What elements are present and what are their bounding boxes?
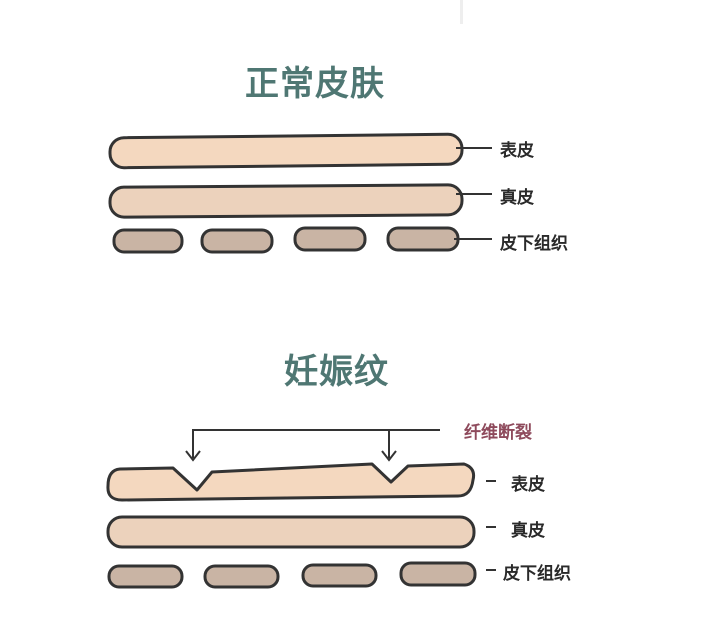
fiber-break-annotation: 纤维断裂 bbox=[464, 423, 532, 443]
normal-subcutaneous-label: 皮下组织 bbox=[500, 234, 568, 254]
stretched-dermis-label: 真皮 bbox=[511, 521, 545, 541]
normal-skin-title: 正常皮肤 bbox=[245, 64, 385, 104]
normal-subcutaneous-layer bbox=[112, 226, 492, 254]
stretched-epidermis-layer bbox=[106, 462, 496, 502]
stretched-epidermis-label: 表皮 bbox=[511, 475, 545, 495]
normal-epidermis-layer bbox=[108, 132, 492, 170]
normal-dermis-label: 真皮 bbox=[500, 188, 534, 208]
normal-epidermis-label: 表皮 bbox=[500, 141, 534, 161]
stretched-subcutaneous-layer bbox=[107, 561, 496, 589]
stretched-subcutaneous-label: 皮下组织 bbox=[503, 564, 571, 584]
fiber-break-arrows bbox=[185, 429, 440, 462]
stretch-marks-title: 妊娠纹 bbox=[284, 352, 389, 392]
divider-line bbox=[460, 0, 463, 24]
normal-dermis-layer bbox=[108, 183, 492, 219]
stretched-dermis-layer bbox=[106, 515, 496, 549]
